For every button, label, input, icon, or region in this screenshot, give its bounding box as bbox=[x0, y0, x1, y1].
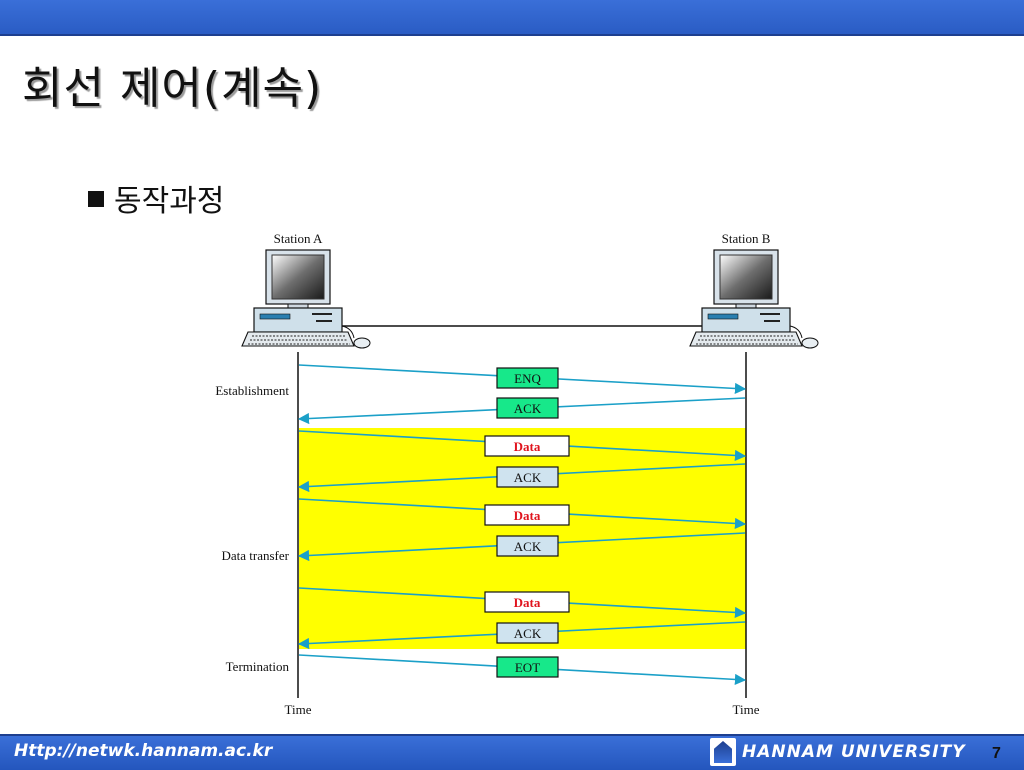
station-a-label: Station A bbox=[274, 231, 323, 246]
bullet-square-icon bbox=[88, 190, 104, 207]
bullet-text: 동작과정 bbox=[114, 184, 225, 219]
phase-data-transfer-label: Data transfer bbox=[222, 548, 290, 563]
footer-bar: Http://netwk.hannam.ac.kr HANNAM UNIVERS… bbox=[0, 734, 1024, 770]
footer-university-name: HANNAM UNIVERSITY bbox=[742, 742, 966, 762]
station-b-computer-icon bbox=[689, 249, 819, 349]
phase-establishment-label: Establishment bbox=[215, 383, 289, 398]
svg-text:ACK: ACK bbox=[514, 626, 542, 641]
frame-ack-3: ACK bbox=[496, 535, 559, 557]
frame-ack-4: ACK bbox=[496, 622, 559, 644]
svg-text:Data: Data bbox=[514, 595, 541, 610]
top-bar bbox=[0, 0, 1024, 36]
svg-text:EOT: EOT bbox=[515, 660, 540, 675]
time-label-b: Time bbox=[733, 702, 760, 717]
frame-enq: ENQ bbox=[496, 367, 559, 389]
frame-data-1: Data bbox=[484, 435, 570, 457]
frame-data-3: Data bbox=[484, 591, 570, 613]
university-logo-icon bbox=[710, 738, 736, 766]
station-b-label: Station B bbox=[722, 231, 771, 246]
frame-ack-1: ACK bbox=[496, 397, 559, 419]
page-number: 7 bbox=[992, 745, 1001, 762]
svg-text:ACK: ACK bbox=[514, 470, 542, 485]
station-a-computer-icon bbox=[241, 249, 371, 349]
bullet-item: 동작과정 bbox=[88, 176, 224, 220]
svg-text:ENQ: ENQ bbox=[514, 371, 541, 386]
frame-eot: EOT bbox=[496, 656, 559, 678]
frame-data-2: Data bbox=[484, 504, 570, 526]
footer-url-link[interactable]: Http://netwk.hannam.ac.kr bbox=[14, 741, 273, 761]
phase-termination-label: Termination bbox=[226, 659, 290, 674]
frame-ack-2: ACK bbox=[496, 466, 559, 488]
svg-text:Data: Data bbox=[514, 508, 541, 523]
time-label-a: Time bbox=[285, 702, 312, 717]
svg-text:ACK: ACK bbox=[514, 401, 542, 416]
svg-text:Data: Data bbox=[514, 439, 541, 454]
slide-title: 회선 제어(계속) bbox=[22, 63, 323, 114]
svg-text:ACK: ACK bbox=[514, 539, 542, 554]
